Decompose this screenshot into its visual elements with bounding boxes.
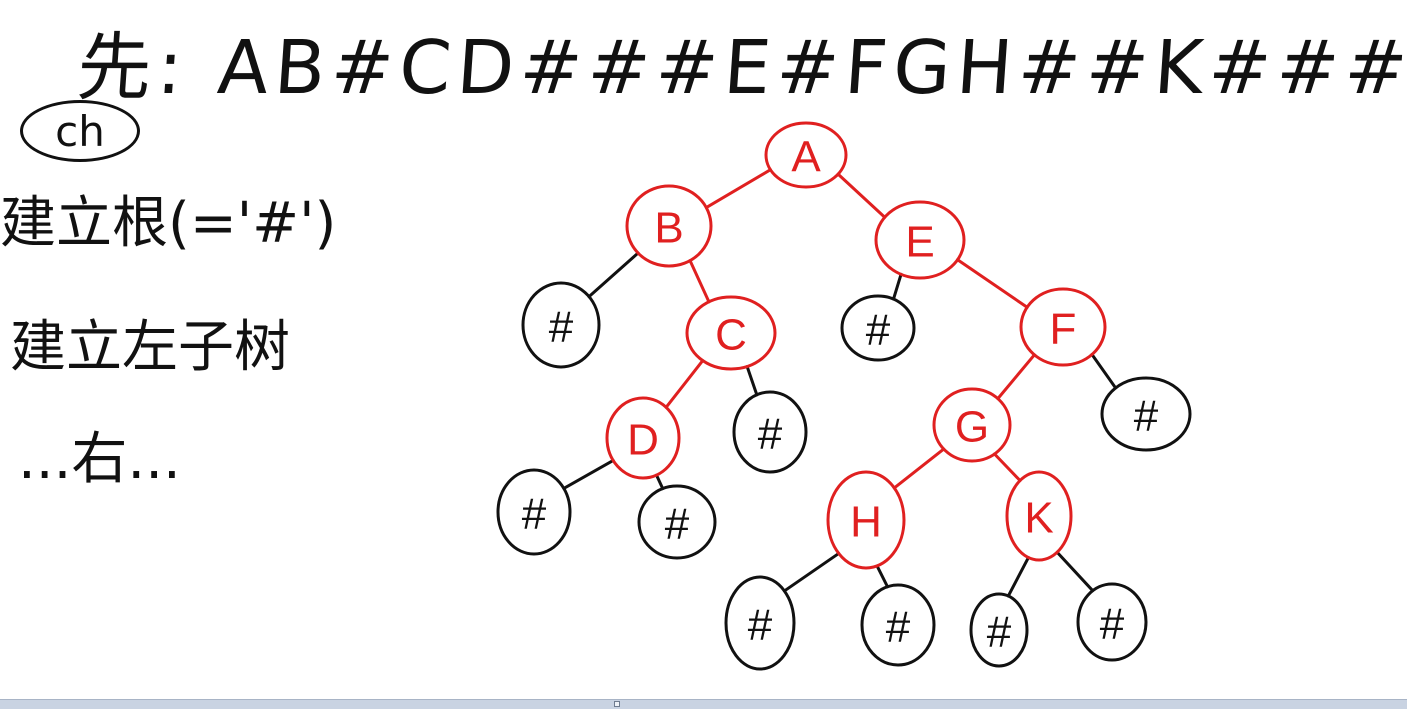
edge-K-n10 <box>1055 550 1095 593</box>
tree-node-k-label: K <box>1024 494 1053 543</box>
edge-A-B <box>704 168 772 210</box>
null-node-1-circle <box>521 281 601 369</box>
null-node-8: # <box>860 583 936 667</box>
null-node-10-label: # <box>1100 600 1125 649</box>
edge-D-n6 <box>655 473 665 491</box>
null-node-5-label: # <box>522 490 547 539</box>
ch-label: ch <box>55 106 105 156</box>
edge-H-n7 <box>782 551 841 593</box>
null-node-9-label: # <box>987 608 1012 657</box>
null-node-7-label: # <box>748 601 773 650</box>
tree-edges <box>562 168 1118 598</box>
null-node-2-label: # <box>866 306 891 355</box>
null-node-7: # <box>724 575 796 671</box>
tree-node-b-label: B <box>654 204 683 253</box>
null-node-4-circle <box>1100 376 1192 452</box>
null-node-1: # <box>521 281 601 369</box>
tree-node-e: E <box>874 200 966 280</box>
edge-K-n9 <box>1006 556 1030 598</box>
null-node-9: # <box>969 592 1029 668</box>
null-node-6-label: # <box>665 500 690 549</box>
null-node-9-circle <box>969 592 1029 668</box>
null-node-6-circle <box>637 484 717 560</box>
edge-B-n1 <box>587 251 640 299</box>
tree-nodes: A B E C F D G H K # # # # # # # # # # <box>496 121 1192 671</box>
tree-node-f-label: F <box>1050 305 1077 354</box>
null-node-10-circle <box>1076 582 1148 662</box>
ch-circle: ch <box>20 100 140 162</box>
edge-A-E <box>836 172 887 219</box>
null-node-3-label: # <box>758 410 783 459</box>
edge-D-n5 <box>562 458 615 490</box>
tree-node-f-circle <box>1019 287 1107 367</box>
tree-node-h-circle <box>826 470 906 570</box>
tree-node-f: F <box>1019 287 1107 367</box>
null-node-7-circle <box>724 575 796 671</box>
null-node-3: # <box>732 390 808 474</box>
tree-node-b: B <box>625 184 713 268</box>
tree-node-d-circle <box>605 396 681 480</box>
tree-node-c: C <box>685 295 777 371</box>
null-node-10: # <box>1076 582 1148 662</box>
tree-node-k: K <box>1005 470 1073 562</box>
note-build-right-subtree: ...右... <box>18 427 181 492</box>
edge-H-n8 <box>875 564 890 589</box>
null-node-4-label: # <box>1134 392 1159 441</box>
null-node-4: # <box>1100 376 1192 452</box>
tree-node-h: H <box>826 470 906 570</box>
tree-node-g-circle <box>932 387 1012 463</box>
null-node-8-label: # <box>886 603 911 652</box>
null-node-6: # <box>637 484 717 560</box>
edge-B-C <box>688 259 711 304</box>
edge-G-K <box>993 452 1022 483</box>
note-build-root: 建立根(='#') <box>0 191 337 256</box>
tree-node-a-label: A <box>791 133 821 182</box>
null-node-5: # <box>496 468 572 556</box>
edge-F-n4 <box>1090 352 1118 390</box>
tree-node-g-label: G <box>955 403 989 452</box>
edge-C-D <box>664 359 705 409</box>
tree-node-k-circle <box>1005 470 1073 562</box>
tree-node-h-label: H <box>850 498 882 547</box>
tree-node-c-circle <box>685 295 777 371</box>
null-node-3-circle <box>732 390 808 474</box>
edge-G-H <box>892 447 946 490</box>
tree-node-d-label: D <box>627 416 659 465</box>
tree-node-b-circle <box>625 184 713 268</box>
tree-node-e-label: E <box>905 218 934 267</box>
null-node-5-circle <box>496 468 572 556</box>
bottom-scrollbar[interactable] <box>0 699 1407 709</box>
null-node-1-label: # <box>549 303 574 352</box>
edge-E-n2 <box>892 272 903 301</box>
tree-node-d: D <box>605 396 681 480</box>
tree-node-a: A <box>764 121 848 189</box>
note-build-left-subtree: 建立左子树 <box>10 315 290 380</box>
tree-node-a-circle <box>764 121 848 189</box>
tree-node-c-label: C <box>715 311 747 360</box>
edge-E-F <box>956 258 1029 309</box>
edge-F-G <box>996 353 1036 401</box>
tree-node-e-circle <box>874 200 966 280</box>
null-node-8-circle <box>860 583 936 667</box>
tree-node-g: G <box>932 387 1012 463</box>
null-node-2-circle <box>840 294 916 362</box>
null-node-2: # <box>840 294 916 362</box>
edge-C-n3 <box>745 364 759 397</box>
scroll-thumb[interactable] <box>614 701 620 707</box>
